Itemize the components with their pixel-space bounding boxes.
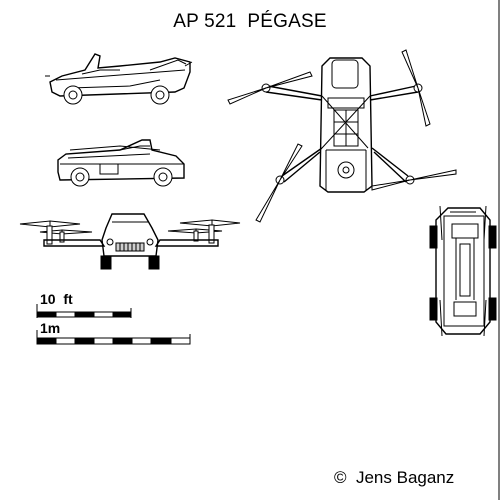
drawing-title: AP 521 PÉGASE [173,11,327,32]
scale-imperial-label: 10 ft [40,291,73,307]
author-credit: © Jens Baganz [334,468,455,487]
side-view-car [57,139,185,187]
top-view [227,49,457,223]
front-view [19,213,241,270]
side-view-folded [45,53,193,105]
scale-bar-metric [36,330,191,345]
scale-metric-label: 1m [40,320,61,336]
rear-view-folded [429,205,497,337]
scale-bar-imperial [36,304,132,318]
